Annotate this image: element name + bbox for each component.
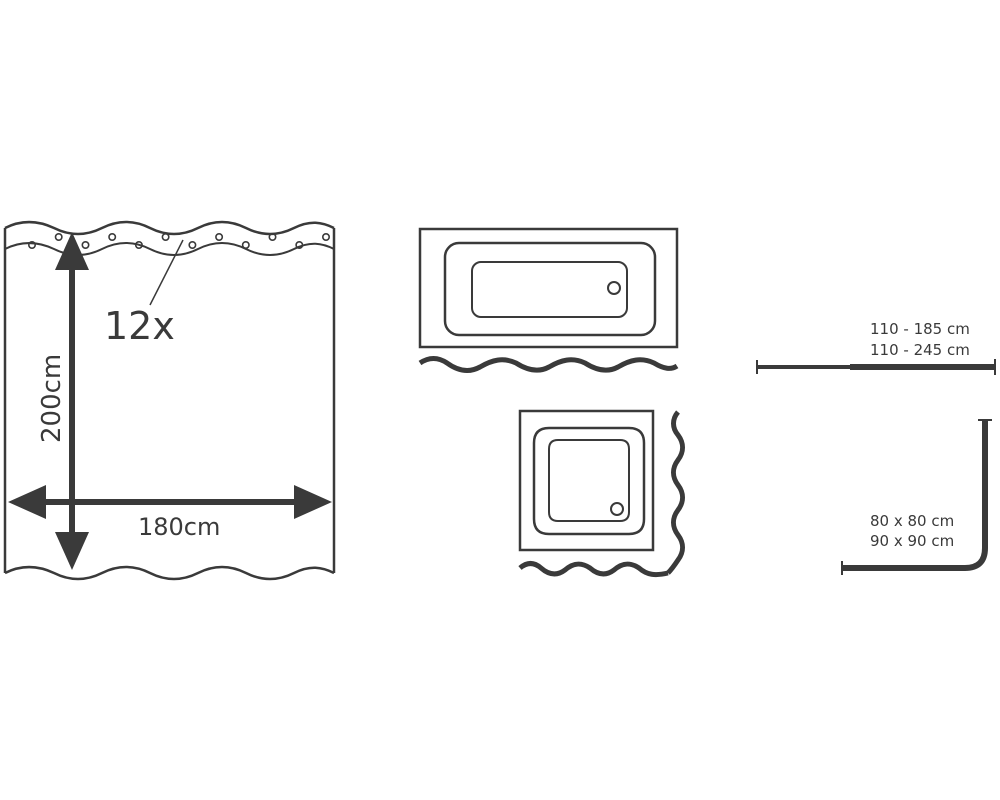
curtain-ring xyxy=(295,241,304,250)
straight-rod-size-1: 110 - 185 cm xyxy=(870,320,970,338)
width-arrow-left xyxy=(8,485,46,519)
curtain-ring xyxy=(188,241,197,250)
bathtub-inner-basin xyxy=(471,261,628,318)
curtain-ring xyxy=(134,241,143,250)
curtain-ring xyxy=(27,241,36,250)
bathtub-icon xyxy=(418,227,679,373)
curtain-ring xyxy=(241,241,250,250)
shower-tray-drain xyxy=(610,502,624,516)
hook-count-label: 12x xyxy=(104,304,175,348)
corner-rod-icon: 80 x 80 cm 90 x 90 cm xyxy=(841,419,992,575)
hook-leader-line xyxy=(149,239,184,306)
shower-tray-outer-basin xyxy=(532,426,646,536)
bathtub-curtain-wave xyxy=(418,356,679,373)
straight-rod-icon: 110 - 185 cm 110 - 245 cm xyxy=(756,320,996,375)
curtain-ring xyxy=(161,233,170,242)
shower-tray-frame xyxy=(518,409,655,552)
shower-curtain-side-wave xyxy=(666,410,685,575)
curtain-ring xyxy=(54,233,63,242)
curtain-ring xyxy=(321,233,330,242)
bathtub-drain xyxy=(607,281,621,295)
curtain-ring xyxy=(81,241,90,250)
straight-rod-size-2: 110 - 245 cm xyxy=(870,341,970,359)
shower-tray-icon xyxy=(518,409,685,578)
curtain-ring xyxy=(268,233,277,242)
width-label: 180cm xyxy=(138,513,220,541)
height-arrow-bottom xyxy=(55,532,89,570)
corner-rod-size-2: 90 x 90 cm xyxy=(870,532,954,550)
curtain-icon: 12x 200cm 180cm xyxy=(3,220,336,581)
height-arrow-top xyxy=(55,232,89,270)
curtain-top-wave xyxy=(4,220,335,236)
bathtub-outer-basin xyxy=(443,241,657,337)
curtain-rings xyxy=(27,233,330,250)
shower-curtain-bottom-wave xyxy=(518,561,669,578)
curtain-ring xyxy=(108,233,117,242)
corner-rod-pipe xyxy=(843,420,988,571)
curtain-header-band xyxy=(4,242,335,256)
corner-rod-size-1: 80 x 80 cm xyxy=(870,512,954,530)
width-arrow-right xyxy=(294,485,332,519)
curtain-bottom-wave xyxy=(4,565,335,581)
height-label: 200cm xyxy=(37,354,67,443)
bathtub-frame xyxy=(418,227,679,349)
curtain-ring xyxy=(215,233,224,242)
shower-tray-inner-basin xyxy=(548,439,630,522)
